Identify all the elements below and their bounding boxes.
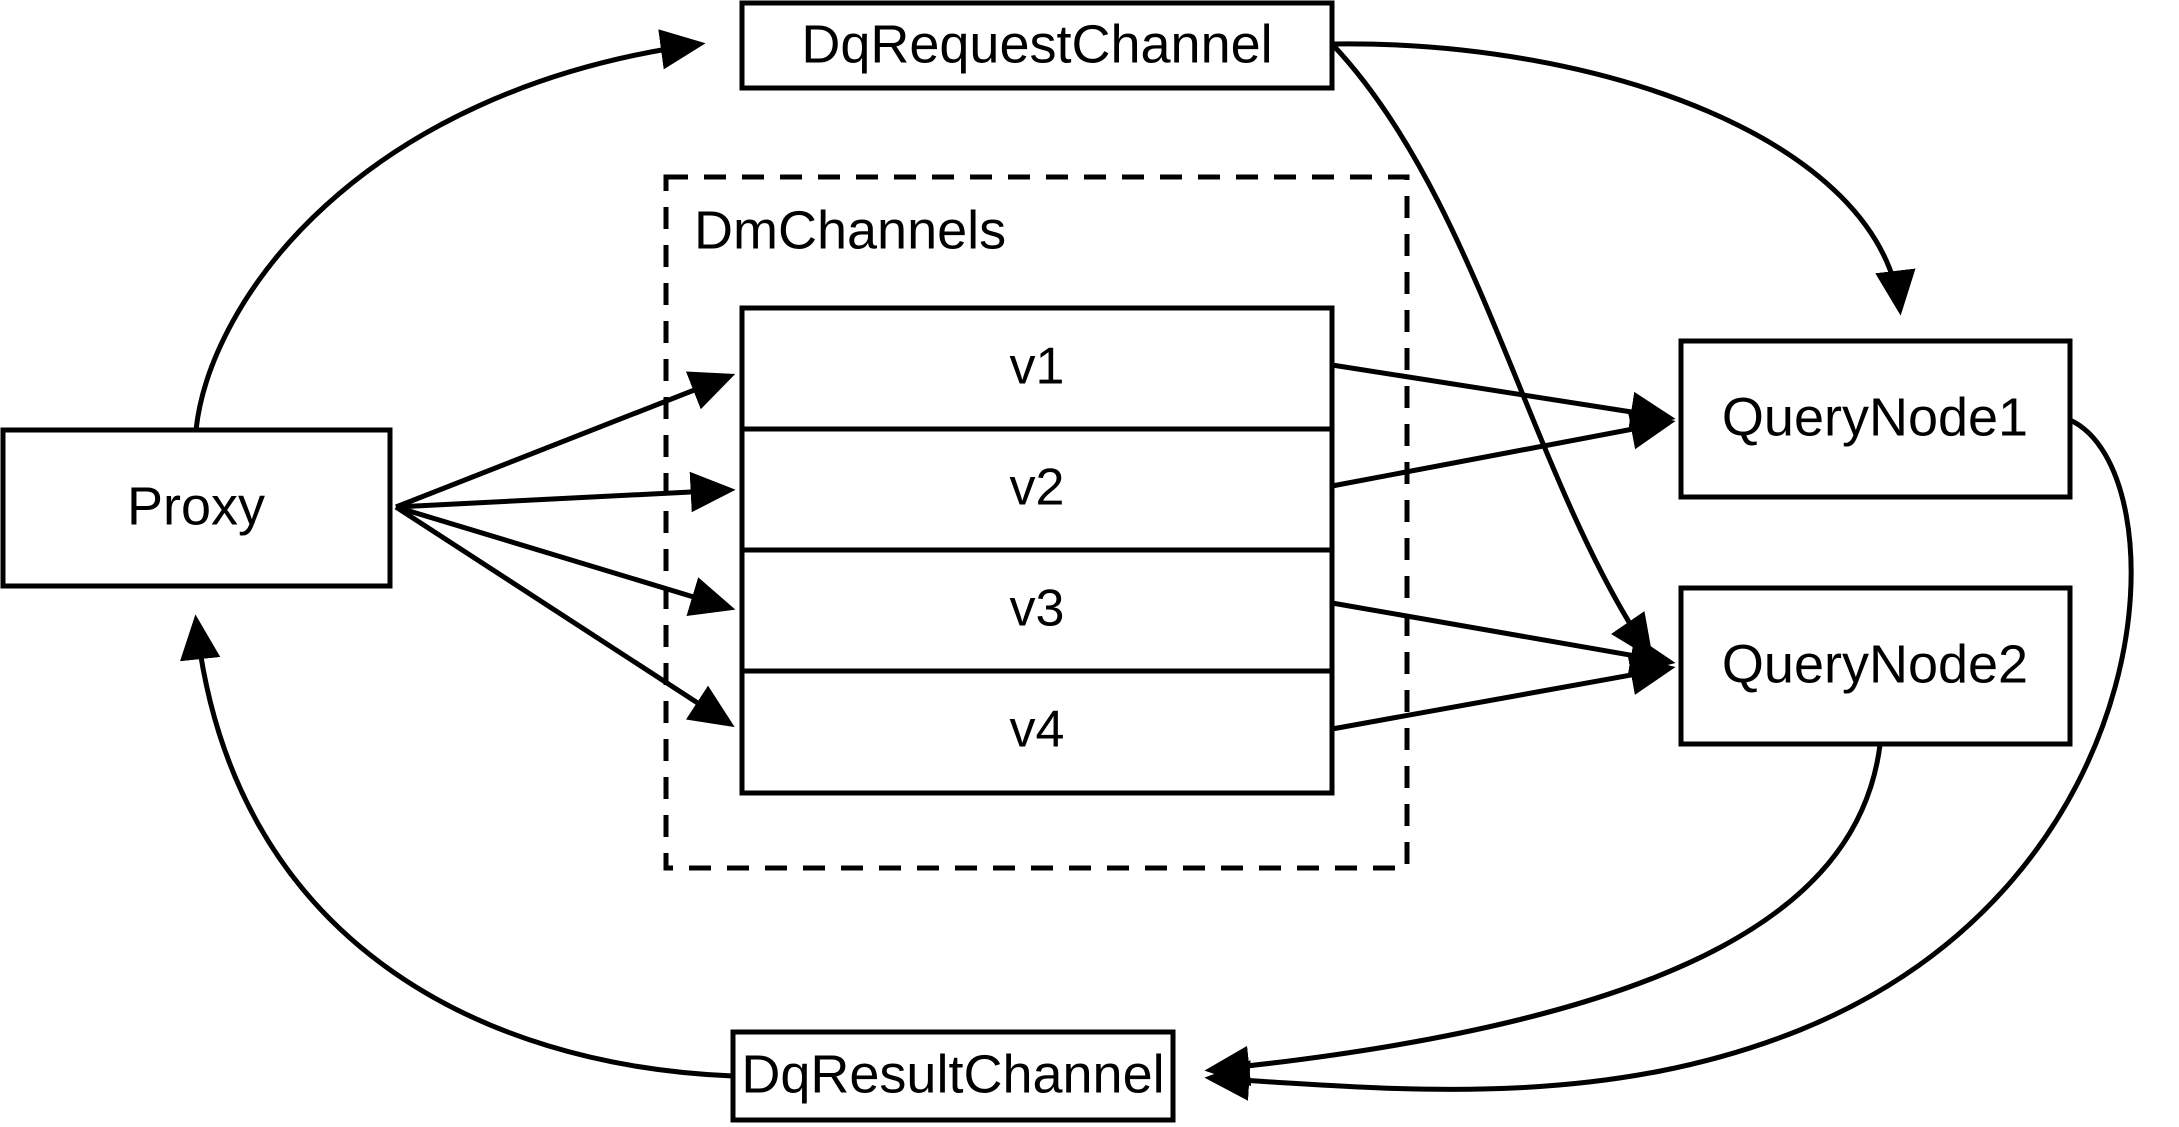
dmchannels-group-label: DmChannels xyxy=(694,200,1006,260)
edge-v1-to-querynode1 xyxy=(1331,362,1676,432)
dmchannel-row-v2[interactable]: v2 xyxy=(1010,459,1065,517)
node-querynode2-box[interactable] xyxy=(1678,585,2073,747)
node-dqresultchannel-box[interactable] xyxy=(730,1029,1176,1123)
edge-proxy-to-v2 xyxy=(395,471,736,513)
node-proxy[interactable]: Proxy xyxy=(0,427,393,589)
dmchannel-row-v4[interactable]: v4 xyxy=(1010,701,1065,759)
dmchannels-group: DmChannels xyxy=(663,174,1410,871)
dmchannel-row-v1[interactable]: v1 xyxy=(1010,338,1065,396)
edge-querynode2-to-dqresultchannel xyxy=(1204,744,1883,1087)
edge-v3-to-querynode2 xyxy=(1331,600,1676,676)
node-dqrequestchannel[interactable]: DqRequestChannel xyxy=(739,0,1335,91)
node-querynode1-box[interactable] xyxy=(1678,338,2073,500)
edge-proxy-to-v3 xyxy=(395,504,736,616)
node-proxy-label: Proxy xyxy=(127,476,265,536)
edge-dqrequestchannel-to-querynode1 xyxy=(1331,41,1916,316)
node-dqrequestchannel-label: DqRequestChannel xyxy=(801,14,1272,74)
node-querynode2-label: QueryNode2 xyxy=(1722,634,2028,694)
node-dqrequestchannel-box[interactable] xyxy=(739,0,1335,91)
node-proxy-box[interactable] xyxy=(0,427,393,589)
edge-dqrequestchannel-to-querynode2 xyxy=(1330,42,1654,660)
edge-querynode1-to-dqresultchannel xyxy=(1204,417,2134,1101)
dmchannels-rows-box: v1 v2 v3 v4 xyxy=(739,305,1335,796)
node-querynode2[interactable]: QueryNode2 xyxy=(1678,585,2073,747)
dmchannel-row-v3[interactable]: v3 xyxy=(1010,580,1065,638)
node-dqresultchannel-label: DqResultChannel xyxy=(741,1044,1164,1104)
edge-v4-to-querynode2 xyxy=(1331,655,1676,732)
node-dqresultchannel[interactable]: DqResultChannel xyxy=(730,1029,1176,1123)
node-querynode1[interactable]: QueryNode1 xyxy=(1678,338,2073,500)
dmchannels-group-border xyxy=(663,174,1410,871)
edge-proxy-to-v4 xyxy=(394,504,735,728)
edge-proxy-to-v1 xyxy=(395,371,736,510)
edge-dqresultchannel-to-proxy xyxy=(180,614,734,1079)
edge-v2-to-querynode1 xyxy=(1331,409,1676,489)
edge-proxy-to-dqrequestchannel xyxy=(193,29,706,431)
node-querynode1-label: QueryNode1 xyxy=(1722,387,2028,447)
